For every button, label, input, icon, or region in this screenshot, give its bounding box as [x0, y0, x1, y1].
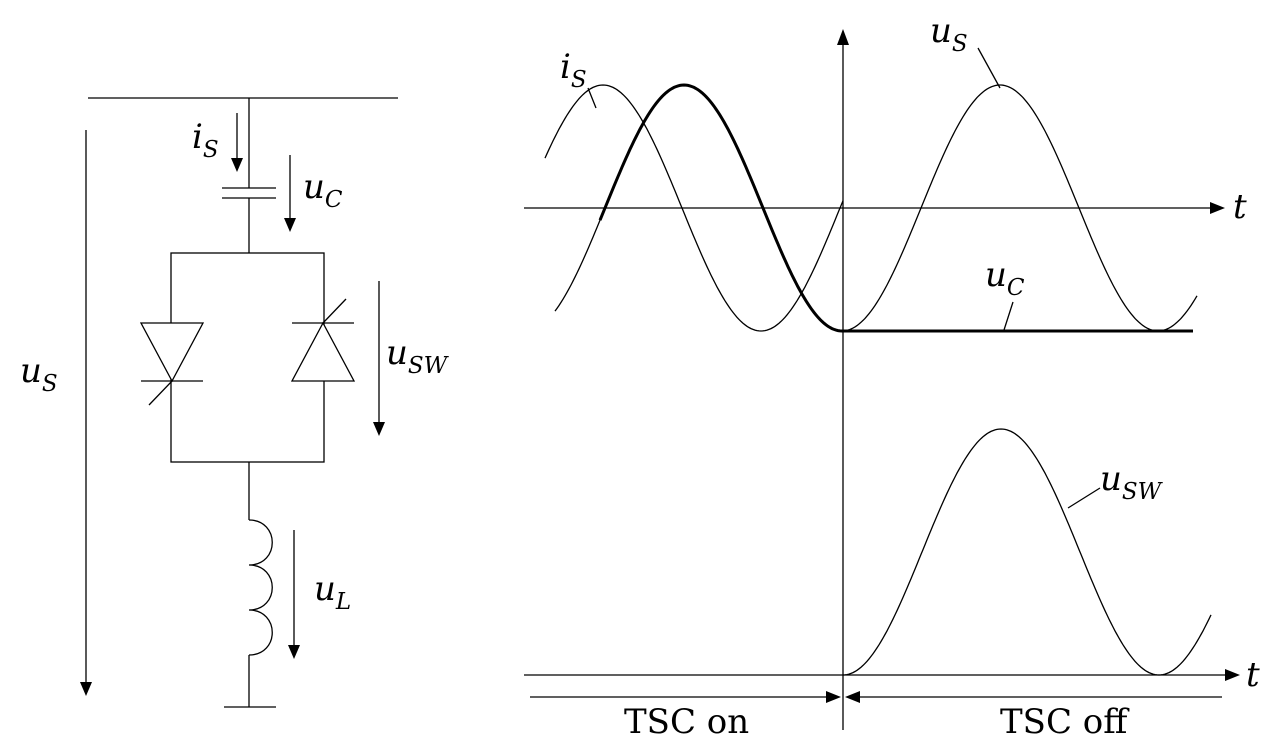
vertical-axis — [837, 29, 849, 730]
is-leader-line — [587, 87, 597, 109]
uc-waveform — [598, 83, 1193, 333]
usw-leader-line — [1067, 487, 1101, 509]
usw-waveform — [842, 428, 1212, 676]
tsc-on-span — [530, 691, 841, 703]
thyristor-up — [290, 298, 356, 382]
uc-leader-line — [1003, 301, 1014, 331]
wave-is-label: iS — [560, 47, 587, 93]
circuit-schematic: iS uC uS uSW uL — [20, 97, 450, 708]
tsc-off-span — [845, 691, 1222, 703]
us-leader-line — [977, 47, 1001, 89]
thyristor-bridge-frame — [170, 252, 325, 463]
wave-uc-label: uC — [985, 255, 1025, 301]
tsc-on-label: TSC on — [624, 702, 749, 742]
wave-us-label: uS — [930, 11, 968, 57]
is-label: iS — [192, 117, 219, 163]
t-axis-label-top: t — [1233, 187, 1247, 227]
us-label: uS — [20, 351, 58, 397]
us-arrow — [80, 130, 92, 696]
reactor-inductor — [248, 519, 273, 656]
wave-usw-label: uSW — [1100, 459, 1164, 505]
tsc-off-label: TSC off — [1000, 702, 1130, 742]
usw-arrow — [373, 281, 385, 436]
ul-label: uL — [314, 569, 351, 615]
ul-arrow — [288, 530, 300, 659]
time-axis-top — [524, 202, 1225, 214]
thyristor-down — [139, 322, 205, 406]
t-axis-label-bottom: t — [1246, 655, 1260, 695]
capacitor — [222, 187, 276, 199]
is-arrow — [231, 113, 243, 172]
waveform-plot: iS uS uC uSW t t TSC on TSC off — [524, 11, 1260, 742]
uc-label: uC — [303, 167, 343, 213]
time-axis-bottom — [524, 669, 1240, 681]
usw-label: uSW — [386, 333, 450, 379]
uc-arrow — [284, 155, 296, 232]
is-waveform — [544, 84, 844, 332]
